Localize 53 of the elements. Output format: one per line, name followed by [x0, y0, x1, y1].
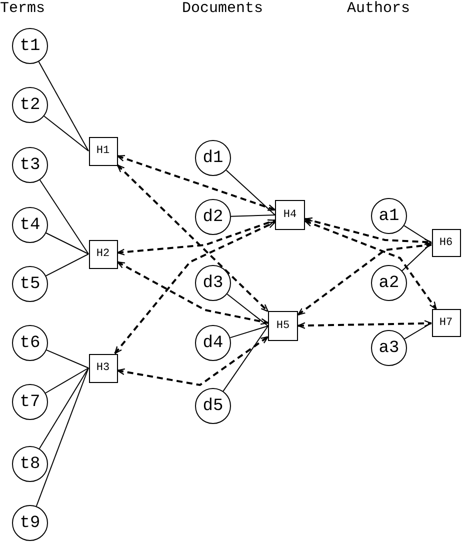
circle-node: t4	[12, 207, 48, 243]
circle-node: t8	[12, 446, 48, 482]
dashed-arrow	[114, 221, 276, 354]
connector-line	[226, 294, 268, 326]
circle-node: a2	[371, 265, 407, 301]
circle-node: t3	[12, 147, 48, 183]
circle-node: d5	[195, 388, 231, 424]
circle-node: d2	[195, 199, 231, 235]
connector-line	[44, 116, 89, 152]
connector-line	[39, 180, 89, 254]
circle-node: t7	[12, 384, 48, 420]
circle-node: t6	[12, 325, 48, 361]
circle-node: d4	[195, 325, 231, 361]
dashed-arrow	[116, 155, 276, 211]
column-heading: Authors	[347, 0, 410, 17]
square-node: H6	[432, 229, 460, 257]
connector-line	[46, 350, 89, 368]
connector-line	[36, 368, 89, 507]
circle-node: t1	[12, 28, 48, 64]
connector-line	[222, 326, 268, 392]
connector-line	[38, 61, 89, 152]
dashed-arrow	[116, 219, 276, 256]
dashed-arrow	[304, 220, 437, 310]
circle-node: a3	[371, 330, 407, 366]
square-node: H3	[88, 354, 118, 382]
connector-line	[226, 170, 276, 216]
dashed-arrow	[304, 217, 432, 246]
circle-node: d1	[195, 140, 231, 176]
connector-line	[46, 254, 89, 276]
column-heading: Documents	[182, 0, 264, 17]
dashed-arrow	[116, 336, 269, 386]
circle-node: t2	[12, 87, 48, 123]
column-heading: Terms	[0, 0, 46, 17]
circle-node: t5	[12, 266, 48, 302]
dashed-arrow	[116, 261, 269, 325]
connector-line	[46, 232, 89, 254]
circle-node: d3	[195, 265, 231, 301]
connector-line	[402, 242, 432, 272]
square-node: H4	[275, 200, 305, 230]
dashed-arrow	[297, 242, 432, 316]
connector-line	[404, 225, 432, 244]
dashed-arrow	[297, 320, 432, 329]
circle-node: a1	[371, 198, 407, 234]
square-node: H2	[88, 240, 118, 268]
connector-line	[230, 214, 276, 217]
square-node: H7	[432, 309, 460, 337]
connector-line	[38, 368, 89, 450]
square-node: H5	[268, 311, 298, 341]
connector-line	[45, 368, 89, 394]
circle-node: t9	[12, 505, 48, 541]
square-node: H1	[88, 136, 118, 166]
dashed-arrow	[116, 164, 269, 312]
connector-line	[230, 326, 268, 338]
